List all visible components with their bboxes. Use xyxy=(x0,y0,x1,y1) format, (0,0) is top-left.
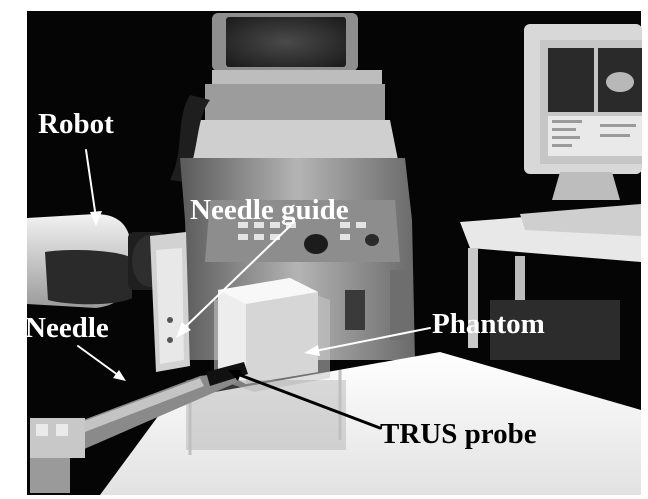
phantom-assembly xyxy=(186,278,346,455)
annotation-arrows xyxy=(77,149,431,430)
label-phantom: Phantom xyxy=(432,308,545,340)
trus-probe-assembly xyxy=(30,362,248,493)
label-trus-probe: TRUS probe xyxy=(380,418,537,450)
label-needle-guide: Needle guide xyxy=(190,194,349,226)
ultrasound-machine xyxy=(170,13,415,360)
computer-workstation xyxy=(460,24,642,360)
label-robot: Robot xyxy=(38,108,114,140)
robot-arm xyxy=(27,214,190,372)
label-needle: Needle xyxy=(25,312,109,344)
